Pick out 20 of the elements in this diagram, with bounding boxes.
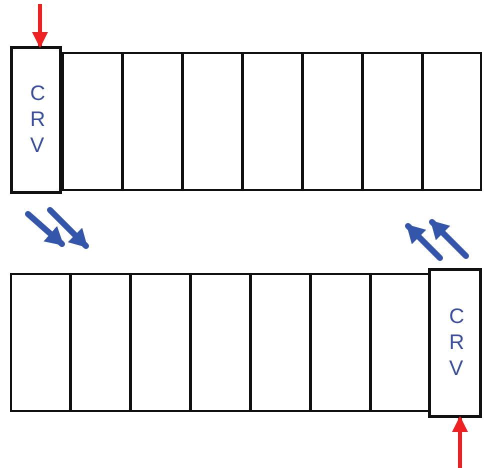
empty-box bbox=[422, 52, 482, 191]
empty-box bbox=[122, 52, 183, 191]
arrow bbox=[32, 4, 48, 48]
empty-box bbox=[182, 52, 243, 191]
arrow bbox=[452, 416, 468, 468]
empty-box bbox=[62, 52, 123, 191]
empty-box bbox=[362, 52, 423, 191]
empty-box bbox=[302, 52, 363, 191]
empty-box bbox=[250, 273, 311, 412]
empty-box bbox=[130, 273, 191, 412]
box-label: CRV bbox=[30, 81, 42, 159]
empty-box bbox=[370, 273, 430, 412]
empty-box bbox=[310, 273, 371, 412]
empty-box bbox=[70, 273, 131, 412]
box-label: CRV bbox=[449, 304, 461, 382]
labeled-box bbox=[428, 268, 482, 418]
empty-box bbox=[190, 273, 251, 412]
labeled-box bbox=[10, 46, 62, 194]
empty-box bbox=[10, 273, 71, 412]
empty-box bbox=[242, 52, 303, 191]
